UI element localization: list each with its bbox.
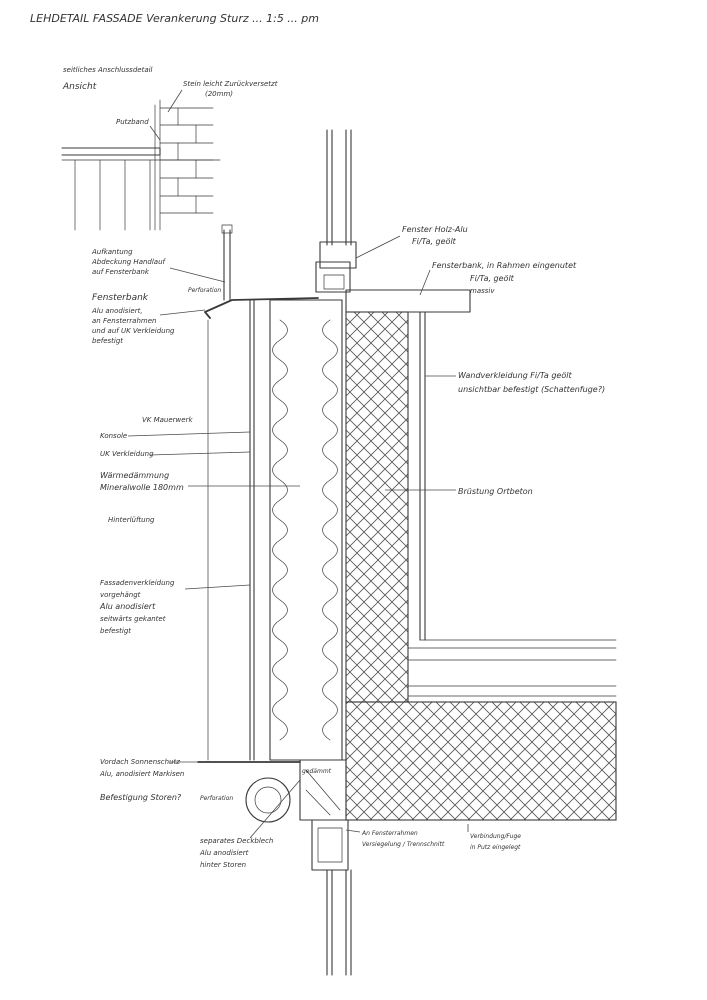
label-fensterrahmen-1: An Fensterrahmen <box>361 830 418 837</box>
label-fassade-1: Fassadenverkleidung <box>100 579 175 587</box>
label-deckblech-1: separates Deckblech <box>200 837 273 845</box>
label-vordach-1: Vordach Sonnenschutz <box>100 758 180 766</box>
label-fensterbank-rahmen: Fensterbank, in Rahmen eingenutet <box>432 261 577 270</box>
label-wandverkleidung-1: Wandverkleidung Fi/Ta geölt <box>458 371 572 380</box>
label-fenster-holz-alu-2: Fi/Ta, geölt <box>412 237 457 246</box>
label-hinterlueftung: Hinterlüftung <box>108 516 155 524</box>
inset-title: seitliches Anschlussdetail <box>63 66 153 74</box>
label-perforation-2: Perforation <box>200 795 233 802</box>
label-vk-mauerwerk: VK Mauerwerk <box>142 416 193 424</box>
label-fensterbank-sub-2: an Fensterrahmen <box>92 317 156 325</box>
inset-label-putzband: Putzband <box>116 118 149 126</box>
label-gedaemmt: gedämmt <box>302 768 332 775</box>
label-waermedaemmung-2: Mineralwolle 180mm <box>100 483 184 492</box>
inset-label-stein: Stein leicht Zurückversetzt <box>183 80 278 88</box>
inset-subtitle: Ansicht <box>62 82 97 92</box>
label-fensterbank-rahmen-3: massiv <box>470 287 495 295</box>
label-verbindung-1: Verbindung/Fuge <box>470 833 521 840</box>
label-verbindung-2: in Putz eingelegt <box>470 844 521 851</box>
label-vordach-2: Alu, anodisiert Markisen <box>99 770 184 778</box>
annotations: Fenster Holz-Alu Fi/Ta, geölt Fensterban… <box>91 225 605 869</box>
label-fensterrahmen-2: Versiegelung / Trennschnitt <box>362 841 445 848</box>
label-fensterbank: Fensterbank <box>92 293 149 303</box>
label-aufkantung-1: Aufkantung <box>91 248 133 256</box>
roller-blind <box>245 777 291 823</box>
inset-elevation: seitliches Anschlussdetail Ansicht Stein… <box>61 66 278 231</box>
label-uk-verkleidung: UK Verkleidung <box>100 450 154 458</box>
inset-label-stein-mm: (20mm) <box>205 90 233 98</box>
label-konsole: Konsole <box>100 432 127 440</box>
label-aufkantung-2: Abdeckung Handlauf <box>91 258 167 266</box>
insulation-band <box>269 299 343 761</box>
section-detail <box>197 129 617 976</box>
label-fenster-holz-alu: Fenster Holz-Alu <box>402 225 468 234</box>
label-fensterbank-sub-3: und auf UK Verkleidung <box>92 327 175 335</box>
label-befestigung: Befestigung Storen? <box>100 793 182 802</box>
label-wandverkleidung-2: unsichtbar befestigt (Schattenfuge?) <box>458 385 605 394</box>
exterior-sill <box>204 297 319 319</box>
label-fassade-5: befestigt <box>100 627 131 635</box>
label-fassade-3: Alu anodisiert <box>99 602 156 611</box>
concrete-parapet <box>345 311 409 703</box>
label-perforation: Perforation <box>188 287 221 294</box>
label-deckblech-2: Alu anodisiert <box>199 849 249 857</box>
label-aufkantung-3: auf Fensterbank <box>92 268 150 276</box>
interior-sill <box>345 289 471 313</box>
concrete-slab <box>345 701 617 821</box>
label-fensterbank-rahmen-2: Fi/Ta, geölt <box>470 274 515 283</box>
label-bruestung: Brüstung Ortbeton <box>458 487 533 496</box>
label-deckblech-3: hinter Storen <box>200 861 246 869</box>
label-fassade-2: vorgehängt <box>100 591 141 599</box>
label-fensterbank-sub-4: befestigt <box>92 337 123 345</box>
label-waermedaemmung-1: Wärmedämmung <box>100 471 169 480</box>
sheet-header: LEHDETAIL FASSADE Verankerung Sturz ... … <box>30 12 319 25</box>
label-fassade-4: seitwärts gekantet <box>100 615 166 623</box>
facade-cladding <box>249 299 255 761</box>
label-fensterbank-sub-1: Alu anodisiert, <box>91 307 143 315</box>
